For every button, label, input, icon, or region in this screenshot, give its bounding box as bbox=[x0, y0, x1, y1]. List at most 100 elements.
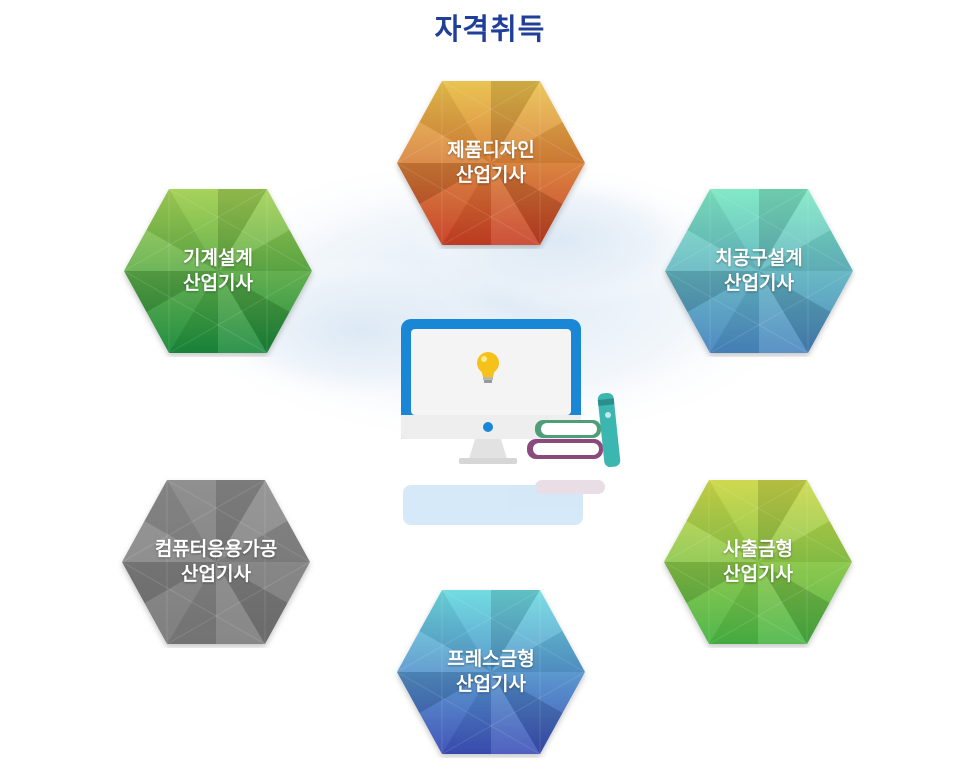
hexagon-facet bbox=[216, 521, 310, 562]
hexagon-facet bbox=[218, 271, 290, 353]
hexagon-shape bbox=[124, 189, 312, 353]
hexagon-facet bbox=[397, 163, 491, 204]
hexagon-facet bbox=[218, 230, 312, 271]
hexagon-facet bbox=[759, 271, 831, 353]
page-title: 자격취득 bbox=[434, 12, 546, 46]
hexagon-facet bbox=[146, 189, 218, 271]
hexagon-star-line bbox=[121, 479, 266, 563]
hex-mechanical-design[interactable]: 기계설계 산업기사 bbox=[120, 185, 316, 357]
hexagon-star-line bbox=[396, 589, 541, 673]
hexagon-facet bbox=[759, 189, 831, 271]
hexagon-facet bbox=[758, 521, 852, 562]
hexagon-shape bbox=[122, 480, 310, 644]
hexagon-facet bbox=[687, 189, 759, 271]
hexagon-facet bbox=[491, 81, 563, 163]
hexagon-star-line bbox=[441, 671, 586, 755]
hexagon-facet bbox=[419, 81, 491, 163]
hexagon-star-line bbox=[709, 270, 854, 354]
hex-computer-machining[interactable]: 컴퓨터응용가공 산업기사 bbox=[118, 476, 314, 648]
hexagon-facet bbox=[442, 163, 491, 245]
hexagon-facet bbox=[419, 672, 491, 754]
hexagon-star-line bbox=[166, 479, 311, 563]
hexagon-facet bbox=[686, 480, 758, 562]
monitor-with-lightbulb-icon bbox=[401, 319, 621, 525]
hexagon-shape bbox=[397, 81, 585, 245]
hexagon-facet bbox=[167, 480, 216, 562]
hexagon-facet bbox=[124, 230, 218, 271]
hexagon-facet bbox=[442, 590, 491, 672]
hex-product-design[interactable]: 제품디자인 산업기사 bbox=[393, 77, 589, 249]
hexagon-facet bbox=[491, 163, 585, 204]
hexagon-shape bbox=[397, 590, 585, 754]
hexagon-facet bbox=[687, 271, 759, 353]
hex-injection-mold[interactable]: 사출금형 산업기사 bbox=[660, 476, 856, 648]
hexagon-facet bbox=[491, 590, 540, 672]
hexagon-star-line bbox=[708, 479, 853, 563]
hexagon-star-line bbox=[663, 479, 808, 563]
hexagon-facet bbox=[216, 562, 310, 603]
hexagon-star-line bbox=[121, 561, 266, 645]
hexagon-facet bbox=[709, 480, 758, 562]
hexagon-shape bbox=[665, 189, 853, 353]
hexagon-facet bbox=[758, 480, 807, 562]
hexagon-facet bbox=[491, 672, 563, 754]
hexagon-facet bbox=[710, 189, 759, 271]
hexagon-facet bbox=[218, 271, 267, 353]
books-icon bbox=[527, 392, 621, 468]
hex-press-mold[interactable]: 프레스금형 산업기사 bbox=[393, 586, 589, 758]
hexagon-star-line bbox=[441, 162, 586, 246]
hexagon-facet bbox=[144, 562, 216, 644]
hexagon-facet bbox=[442, 672, 491, 754]
hex-jig-tool-design[interactable]: 치공구설계 산업기사 bbox=[661, 185, 857, 357]
hexagon-star-line bbox=[168, 188, 313, 272]
hexagon-facet bbox=[758, 480, 830, 562]
hexagon-facet bbox=[491, 122, 585, 163]
hexagon-facet bbox=[710, 271, 759, 353]
hexagon-facet bbox=[397, 672, 491, 713]
hexagon-facet bbox=[758, 562, 830, 644]
hexagon-facet bbox=[216, 480, 288, 562]
hexagon-facet bbox=[419, 590, 491, 672]
hexagon-facet bbox=[491, 672, 540, 754]
hexagon-star-line bbox=[664, 188, 809, 272]
hexagon-facet bbox=[665, 271, 759, 312]
hexagon-facet bbox=[758, 562, 852, 603]
hexagon-facet bbox=[218, 189, 290, 271]
hexagon-facet bbox=[124, 271, 218, 312]
hexagon-facet bbox=[709, 562, 758, 644]
hexagon-facet bbox=[759, 189, 808, 271]
hexagon-facet bbox=[122, 562, 216, 603]
hexagon-facet bbox=[759, 271, 808, 353]
hexagon-facet bbox=[216, 562, 288, 644]
hexagon-facet bbox=[144, 480, 216, 562]
lightbulb-icon bbox=[477, 352, 499, 383]
hexagon-star-line bbox=[168, 270, 313, 354]
hexagon-facet bbox=[218, 189, 267, 271]
hexagon-facet bbox=[664, 521, 758, 562]
hexagon-facet bbox=[397, 631, 491, 672]
hexagon-facet bbox=[397, 122, 491, 163]
hexagon-star-line bbox=[441, 589, 586, 673]
hexagon-star-line bbox=[166, 561, 311, 645]
hexagon-star-line bbox=[709, 188, 854, 272]
hexagon-facet bbox=[216, 562, 265, 644]
hexagon-star-line bbox=[123, 270, 268, 354]
hexagon-facet bbox=[664, 562, 758, 603]
hexagon-facet bbox=[759, 271, 853, 312]
hexagon-star-line bbox=[396, 671, 541, 755]
hexagon-facet bbox=[491, 81, 540, 163]
hexagon-facet bbox=[419, 163, 491, 245]
hexagon-facet bbox=[442, 81, 491, 163]
hexagon-star-line bbox=[441, 80, 586, 164]
hexagon-facet bbox=[218, 271, 312, 312]
hexagon-facet bbox=[491, 163, 540, 245]
hexagon-facet bbox=[146, 271, 218, 353]
hexagon-facet bbox=[491, 590, 563, 672]
hexagon-facet bbox=[491, 631, 585, 672]
hexagon-star-line bbox=[708, 561, 853, 645]
hexagon-star-line bbox=[663, 561, 808, 645]
hexagon-facet bbox=[686, 562, 758, 644]
hexagon-facet bbox=[491, 163, 563, 245]
hexagon-facet bbox=[169, 271, 218, 353]
hexagon-facet bbox=[491, 672, 585, 713]
